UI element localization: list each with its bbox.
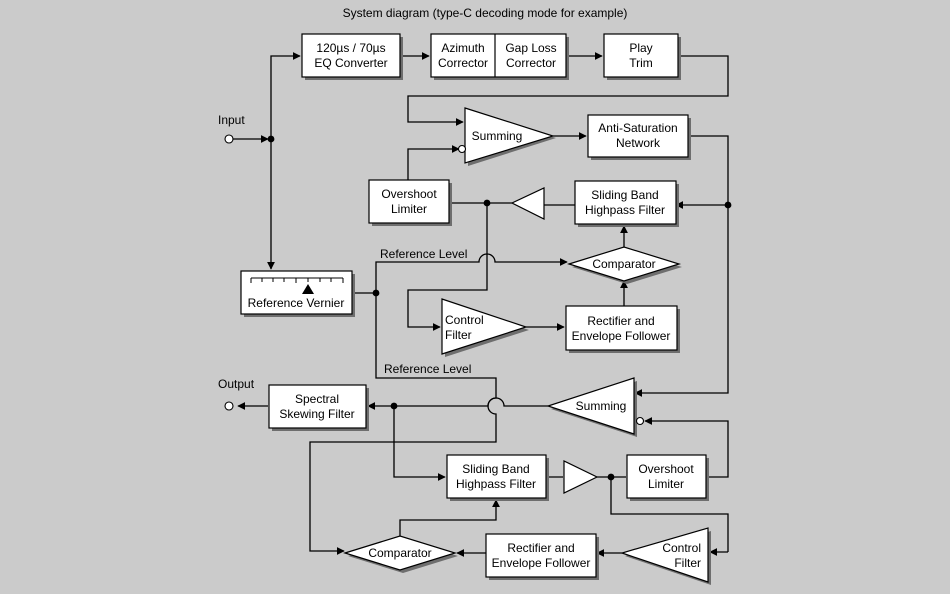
junction-sliding-top [724, 201, 732, 209]
overshoot-bottom-line2: Limiter [648, 477, 684, 491]
summing-bottom-label: Summing [576, 399, 627, 413]
spectral-line1: Spectral [295, 392, 339, 406]
block-overshoot-limiter-top: Overshoot Limiter [368, 179, 452, 226]
block-control-filter-top: Control Filter [441, 298, 529, 357]
output-terminal [224, 401, 234, 411]
play-trim-line1: Play [629, 41, 652, 55]
rectifier-top-line2: Envelope Follower [572, 329, 671, 343]
amplifier-top [510, 187, 545, 220]
sliding-top-line1: Sliding Band [591, 188, 658, 202]
junction-overshoot-top [483, 199, 491, 207]
sliding-top-line2: Highpass Filter [585, 203, 665, 217]
summing-top-label: Summing [472, 129, 523, 143]
block-eq-converter: 120µs / 70µs EQ Converter [301, 33, 403, 80]
block-summing-top: Summing [457, 107, 556, 166]
junction-overshoot-bottom [607, 473, 615, 481]
eq-converter-line1: 120µs / 70µs [316, 41, 385, 55]
block-anti-saturation: Anti-Saturation Network [587, 114, 691, 160]
gap-loss-line1: Gap Loss [505, 41, 556, 55]
control-filter-bottom-line2: Filter [674, 556, 701, 570]
block-spectral-skewing: Spectral Skewing Filter [268, 384, 369, 431]
block-rectifier-bottom: Rectifier and Envelope Follower [485, 533, 599, 580]
block-azimuth-gap: Azimuth Corrector Gap Loss Corrector [430, 33, 569, 80]
control-filter-top-line1: Control [445, 313, 484, 327]
overshoot-top-line2: Limiter [391, 202, 427, 216]
diagram-title: System diagram (type-C decoding mode for… [343, 6, 628, 20]
sliding-bottom-line2: Highpass Filter [456, 477, 536, 491]
anti-saturation-line1: Anti-Saturation [598, 121, 677, 135]
block-reference-vernier: Reference Vernier [240, 270, 355, 317]
eq-converter-line2: EQ Converter [314, 56, 387, 70]
gap-loss-line2: Corrector [506, 56, 556, 70]
rectifier-bottom-line1: Rectifier and [507, 541, 574, 555]
wires [233, 52, 729, 557]
overshoot-top-line1: Overshoot [381, 187, 437, 201]
control-filter-top-line2: Filter [445, 328, 472, 342]
block-summing-bottom: Summing [546, 377, 645, 437]
comparator-bottom-label: Comparator [368, 546, 431, 560]
block-play-trim: Play Trim [603, 33, 681, 80]
input-label: Input [218, 113, 245, 127]
rectifier-top-line1: Rectifier and [587, 314, 654, 328]
junction-input [267, 135, 275, 143]
control-filter-bottom-line1: Control [662, 541, 701, 555]
junction-reference [372, 289, 380, 297]
play-trim-line2: Trim [629, 56, 653, 70]
rectifier-bottom-line2: Envelope Follower [492, 556, 591, 570]
block-sliding-band-bottom: Sliding Band Highpass Filter [446, 454, 549, 501]
block-comparator-top: Comparator [566, 246, 682, 284]
junction-dots [267, 135, 732, 481]
input-terminal [224, 134, 234, 144]
overshoot-bottom-line1: Overshoot [638, 462, 694, 476]
reference-level-bottom: Reference Level [384, 362, 471, 376]
block-control-filter-bottom: Control Filter [619, 527, 711, 585]
output-label: Output [218, 377, 255, 391]
azimuth-line2: Corrector [438, 56, 488, 70]
sliding-bottom-line1: Sliding Band [462, 462, 529, 476]
spectral-line2: Skewing Filter [279, 407, 354, 421]
amplifier-bottom [563, 460, 599, 494]
block-rectifier-top: Rectifier and Envelope Follower [565, 305, 680, 353]
block-overshoot-limiter-bottom: Overshoot Limiter [626, 454, 709, 501]
junction-output [390, 402, 398, 410]
comparator-top-label: Comparator [592, 257, 655, 271]
reference-vernier-label: Reference Vernier [248, 296, 345, 310]
block-sliding-band-top: Sliding Band Highpass Filter [574, 180, 679, 227]
reference-level-top: Reference Level [380, 247, 467, 261]
block-comparator-bottom: Comparator [342, 535, 458, 573]
anti-saturation-line2: Network [616, 136, 661, 150]
azimuth-line1: Azimuth [441, 41, 484, 55]
